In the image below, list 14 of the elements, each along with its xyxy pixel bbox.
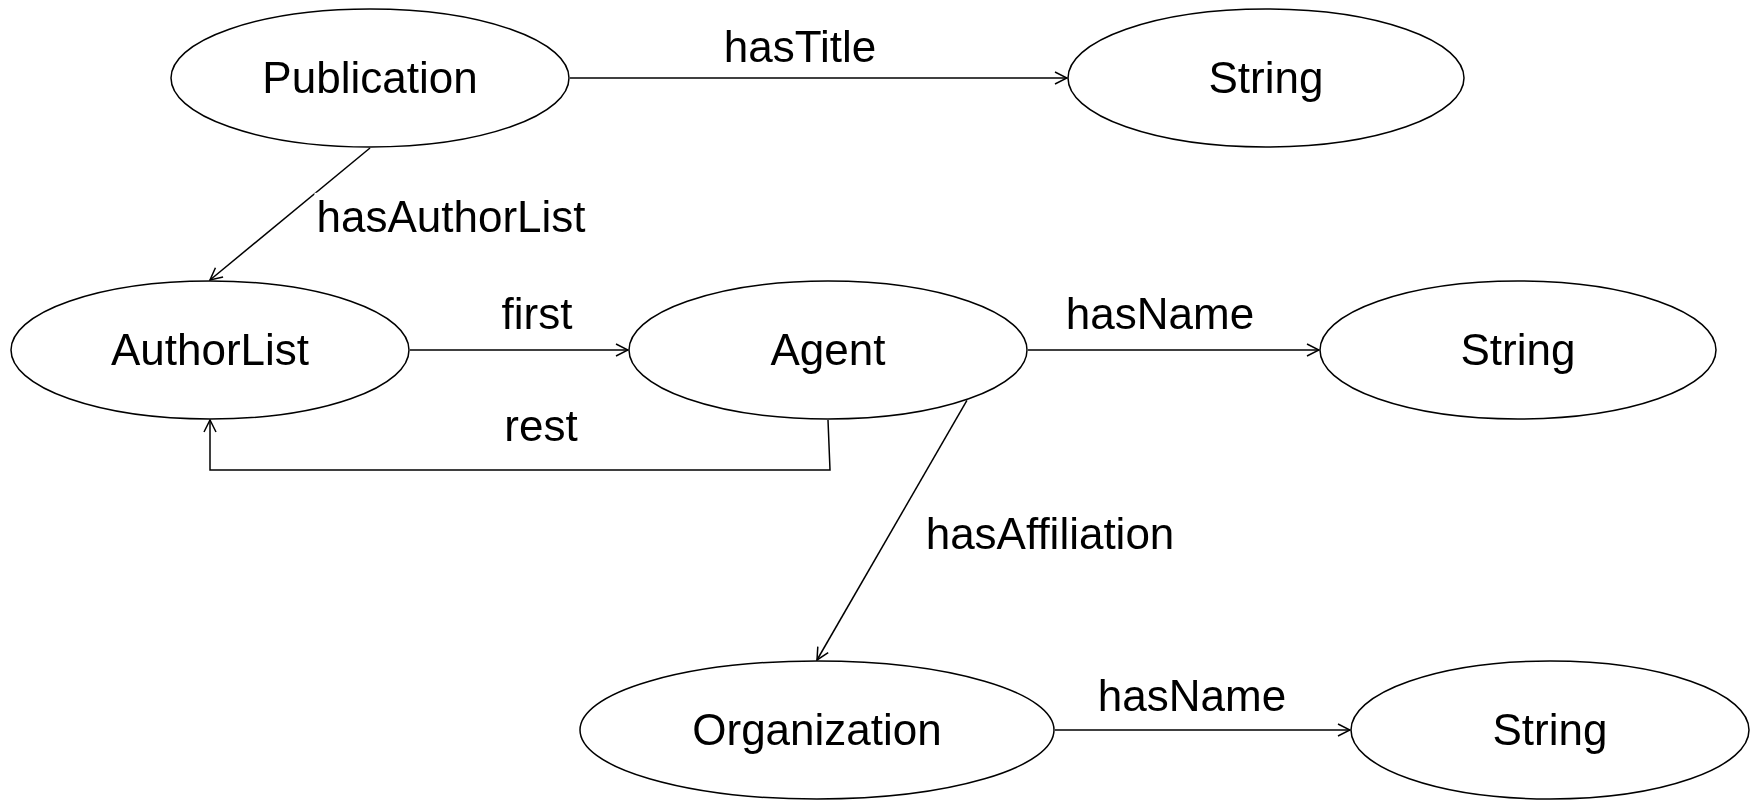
arrow xyxy=(569,71,1068,85)
arrow xyxy=(1054,723,1351,737)
node-label: String xyxy=(1492,705,1608,755)
arrow xyxy=(1027,343,1320,357)
arrow xyxy=(816,399,968,661)
arrow xyxy=(209,147,371,281)
node-label: Publication xyxy=(262,53,478,103)
node-label: String xyxy=(1208,53,1324,103)
arrow xyxy=(409,343,629,357)
arrow xyxy=(203,419,831,471)
node-label: AuthorList xyxy=(110,325,310,375)
node-label: Agent xyxy=(770,325,886,375)
node-label: String xyxy=(1460,325,1576,375)
node-label: Organization xyxy=(692,705,942,755)
